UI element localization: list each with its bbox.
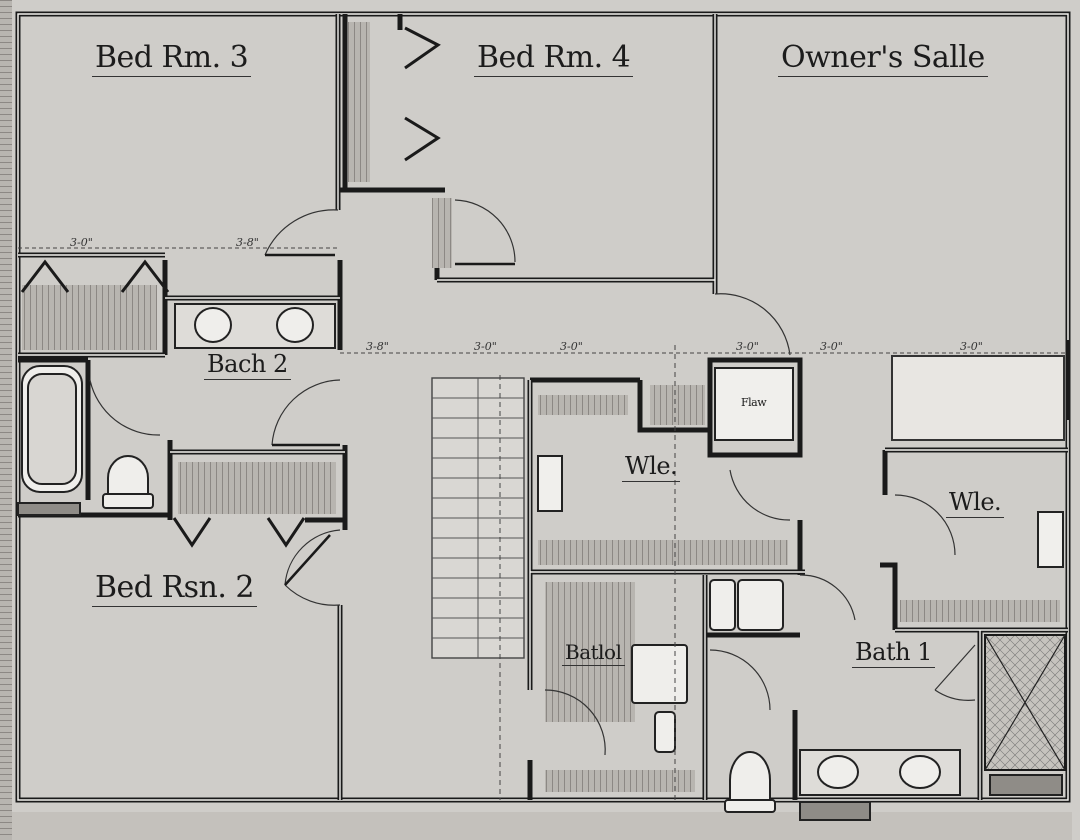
dimension-mark: 3-0" xyxy=(560,340,583,353)
dimension-mark: 3-0" xyxy=(736,340,759,353)
outer-wall-inner-line xyxy=(17,13,1069,801)
closet-shelf-bed3 xyxy=(22,285,157,350)
door-swings xyxy=(89,199,976,756)
room-label-bed3: Bed Rm. 3 xyxy=(92,40,252,77)
room-label-bath1: Bath 1 xyxy=(852,638,935,668)
dimension-mark: 3-0" xyxy=(474,340,497,353)
shower-drain-lines xyxy=(984,634,1066,771)
room-label-bed2: Bed Rsn. 2 xyxy=(92,570,258,607)
interior-wall-core xyxy=(18,14,1068,800)
bath-center-shower xyxy=(545,582,635,722)
room-label-small: Flaw xyxy=(741,396,767,409)
room-label-bath2: Bach 2 xyxy=(204,350,291,380)
bath2-fixtures xyxy=(17,303,336,516)
small-storage xyxy=(650,385,705,425)
room-label-bath-center: Batlol xyxy=(562,640,625,666)
closet-door-jamb xyxy=(432,198,452,268)
bottom-margin xyxy=(12,812,1072,840)
room-label-bed4: Bed Rm. 4 xyxy=(474,40,634,77)
closet-shelf-bed4 xyxy=(348,22,370,182)
room-label-wic-center: Wle. xyxy=(622,452,681,482)
door-leaves xyxy=(265,253,515,586)
dimension-mark: 3-0" xyxy=(960,340,983,353)
dimension-lines xyxy=(18,247,1068,800)
wic-right-shelf xyxy=(900,600,1060,622)
dimension-mark: 3-8" xyxy=(366,340,389,353)
bath-fixtures xyxy=(537,367,1064,821)
stair-treads xyxy=(432,378,524,658)
dimension-mark: 3-0" xyxy=(820,340,843,353)
dimension-mark: 3-8" xyxy=(236,236,259,249)
wic-shelf-top xyxy=(538,395,628,415)
owner-window-seat xyxy=(891,355,1065,441)
bath-center-bottom-shelf xyxy=(545,770,695,792)
linen-closet-shelf xyxy=(178,462,336,514)
room-label-wic-right: Wle. xyxy=(946,488,1005,518)
bifold-doors xyxy=(20,26,441,548)
wic-shelf-bottom xyxy=(538,540,788,565)
dimension-mark: 3-0" xyxy=(70,236,93,249)
room-label-owner-suite: Owner's Salle xyxy=(778,40,988,77)
left-margin-hatch xyxy=(0,0,12,840)
